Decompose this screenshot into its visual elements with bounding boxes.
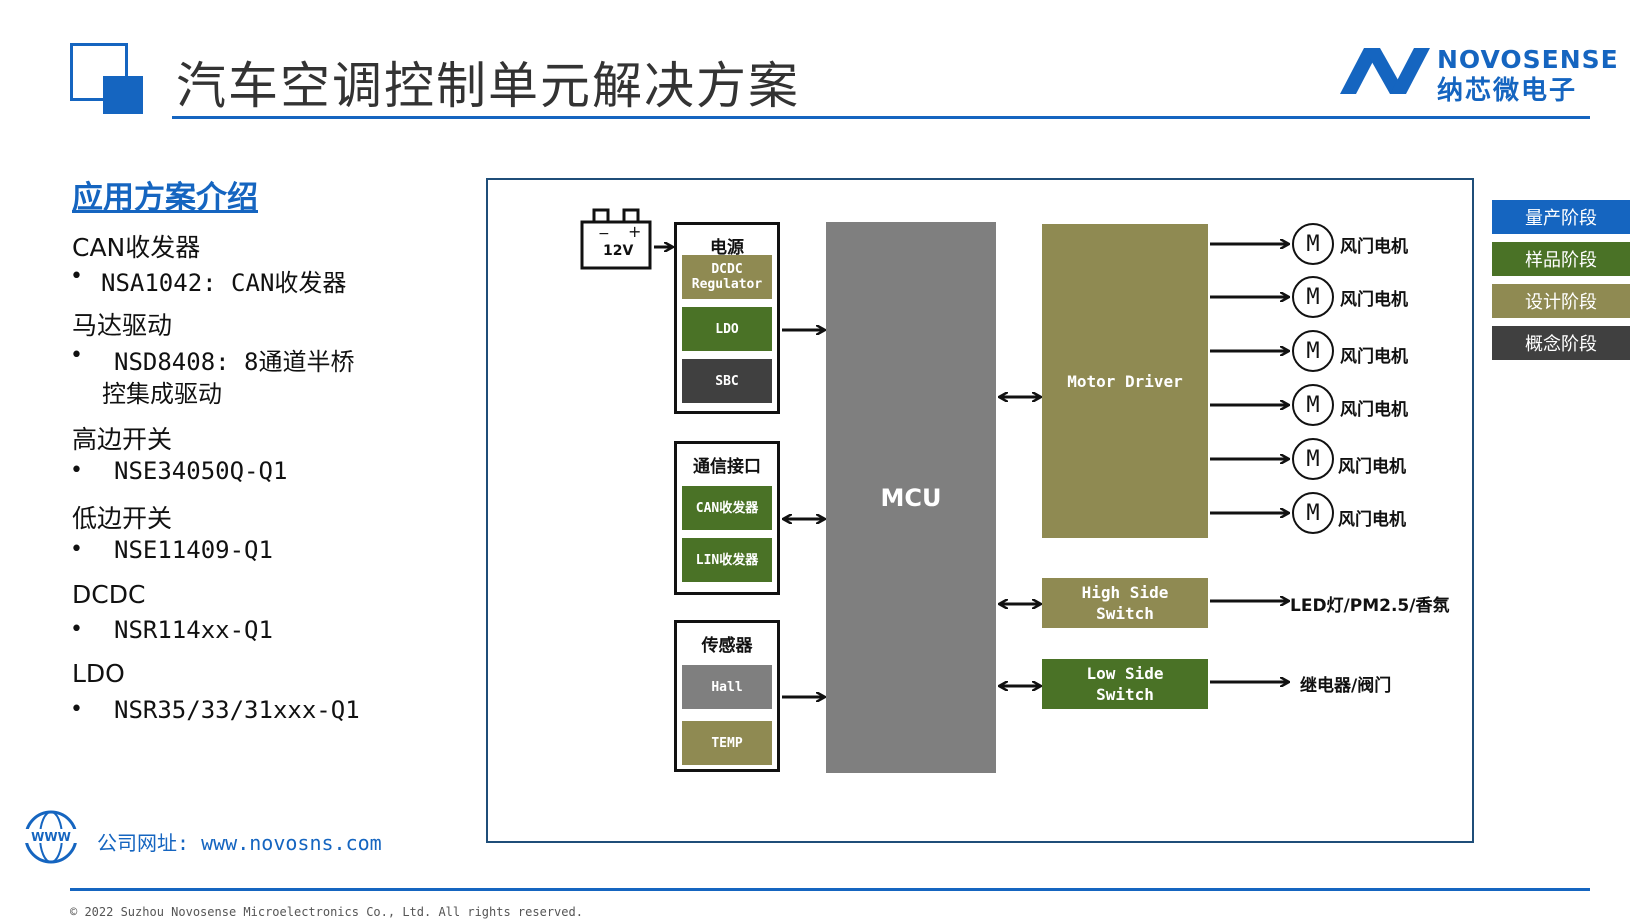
brand-name-cn: 纳芯微电子	[1437, 76, 1578, 106]
page-title: 汽车空调控制单元解决方案	[176, 57, 800, 115]
intro-heading-dcdc: DCDC	[72, 580, 146, 609]
comm-group-title: 通信接口	[693, 457, 761, 477]
brand-name-en: NOVOSENSE	[1437, 45, 1619, 74]
comm-group: 通信接口 CAN收发器 LIN收发器	[674, 441, 780, 595]
can-transceiver-block: CAN收发器	[682, 486, 772, 530]
intro-heading-can: CAN收发器	[72, 233, 201, 262]
low-side-output-label: 继电器/阀门	[1300, 676, 1392, 696]
power-group-title: 电源	[710, 238, 744, 258]
sensor-group: 传感器 Hall TEMP	[674, 620, 780, 772]
intro-item-motor-2: 控集成驱动	[102, 380, 222, 408]
intro-item-motor-1: NSD8408: 8通道半桥	[114, 348, 355, 376]
bullet: •	[70, 697, 83, 722]
motor-label-1: 风门电机	[1340, 237, 1408, 257]
sensor-group-title: 传感器	[701, 636, 753, 656]
power-group: 电源 DCDC Regulator LDO SBC	[674, 222, 780, 414]
motor-icon: M	[1292, 492, 1334, 534]
intro-heading-highside: 高边开关	[72, 425, 173, 454]
motor-icon: M	[1292, 438, 1334, 480]
sbc-block: SBC	[682, 359, 772, 403]
low-side-switch-block: Low Side Switch	[1042, 659, 1208, 709]
logo-square-fill	[103, 76, 143, 114]
legend-design: 设计阶段	[1492, 284, 1630, 318]
intro-heading-ldo: LDO	[72, 659, 125, 688]
high-side-output-label: LED灯/PM2.5/香氛	[1290, 596, 1450, 616]
motor-label-5: 风门电机	[1338, 457, 1406, 477]
bullet: •	[70, 537, 83, 562]
battery-plus: +	[628, 222, 642, 241]
ldo-block: LDO	[682, 307, 772, 351]
motor-icon: M	[1292, 276, 1334, 318]
battery-voltage: 12V	[603, 243, 634, 259]
motor-icon: M	[1292, 384, 1334, 426]
title-divider	[172, 116, 1590, 119]
lin-transceiver-block: LIN收发器	[682, 538, 772, 582]
motor-icon: M	[1292, 330, 1334, 372]
motor-label-3: 风门电机	[1340, 347, 1408, 367]
battery-icon	[580, 208, 652, 270]
dcdc-regulator-block: DCDC Regulator	[682, 255, 772, 299]
footer-divider	[70, 888, 1590, 891]
logo-square-outline	[70, 43, 128, 101]
battery-minus: −	[598, 226, 610, 242]
intro-heading-motor: 马达驱动	[72, 311, 173, 340]
intro-item-lowside: NSE11409-Q1	[114, 536, 273, 564]
globe-www-icon: WWW	[24, 810, 78, 864]
bullet: •	[70, 343, 83, 368]
copyright: © 2022 Suzhou Novosense Microelectronics…	[70, 905, 583, 919]
legend-mass-production: 量产阶段	[1492, 200, 1630, 234]
motor-label-2: 风门电机	[1340, 290, 1408, 310]
intro-item-can: NSA1042: CAN收发器	[101, 269, 347, 297]
high-side-switch-block: High Side Switch	[1042, 578, 1208, 628]
bullet: •	[70, 617, 83, 642]
mcu-block: MCU	[826, 222, 996, 773]
novosense-logo-icon	[1340, 48, 1430, 94]
block-diagram-frame	[486, 178, 1474, 843]
intro-item-ldo: NSR35/33/31xxx-Q1	[114, 696, 360, 724]
motor-label-6: 风门电机	[1338, 510, 1406, 530]
intro-item-highside: NSE34050Q-Q1	[114, 457, 288, 485]
bullet: •	[70, 264, 83, 289]
bullet: •	[70, 458, 83, 483]
motor-driver-block: Motor Driver	[1042, 224, 1208, 538]
motor-label-4: 风门电机	[1340, 400, 1408, 420]
temp-sensor-block: TEMP	[682, 721, 772, 765]
legend-concept: 概念阶段	[1492, 326, 1630, 360]
intro-item-dcdc: NSR114xx-Q1	[114, 616, 273, 644]
section-title: 应用方案介绍	[72, 180, 258, 216]
hall-sensor-block: Hall	[682, 665, 772, 709]
motor-icon: M	[1292, 223, 1334, 265]
website-link[interactable]: 公司网址: www.novosns.com	[97, 831, 382, 855]
svg-text:WWW: WWW	[31, 830, 71, 844]
intro-heading-lowside: 低边开关	[72, 504, 173, 533]
legend-sample: 样品阶段	[1492, 242, 1630, 276]
